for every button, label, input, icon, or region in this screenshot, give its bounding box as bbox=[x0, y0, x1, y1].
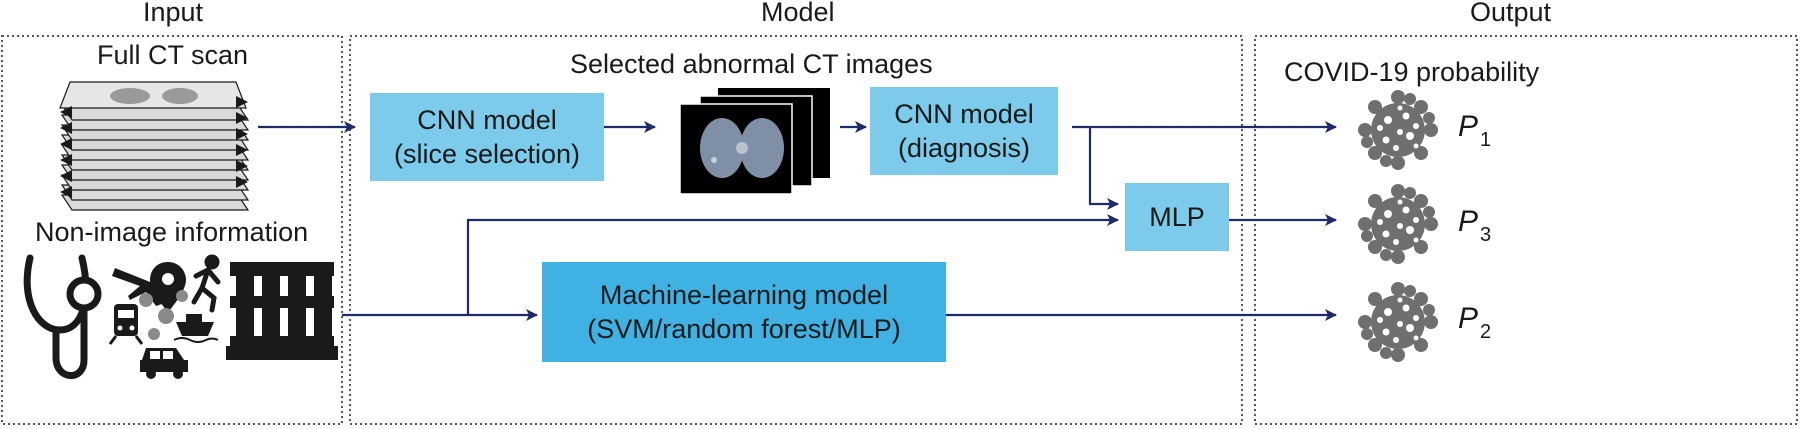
cnn-diagnosis-box: CNN model (diagnosis) bbox=[870, 87, 1058, 175]
cnn-diagnosis-line2: (diagnosis) bbox=[897, 133, 1031, 163]
covid-probability-title: COVID-19 probability bbox=[1284, 57, 1540, 87]
cnn-selection-line1: CNN model bbox=[417, 105, 557, 135]
ml-model-line2: (SVM/random forest/MLP) bbox=[587, 314, 901, 344]
full-ct-title: Full CT scan bbox=[97, 40, 249, 70]
cnn-diagnosis-box-bg bbox=[870, 87, 1058, 175]
output-panel bbox=[1254, 35, 1798, 425]
ship-icon bbox=[173, 314, 219, 343]
location-pin-icon bbox=[150, 262, 186, 312]
mlp-box: MLP bbox=[1125, 183, 1229, 251]
cnn-diagnosis-line1: CNN model bbox=[894, 99, 1034, 129]
runner-icon bbox=[191, 254, 221, 313]
ml-model-line1: Machine-learning model bbox=[599, 280, 889, 310]
cnn-selection-box: CNN model (slice selection) bbox=[370, 93, 604, 181]
input-panel bbox=[1, 35, 343, 425]
cnn-selection-box-bg bbox=[370, 93, 604, 181]
header-output: Output bbox=[1470, 0, 1552, 27]
model-panel bbox=[349, 35, 1243, 425]
train-icon bbox=[108, 304, 144, 345]
ct-stack-icon bbox=[59, 81, 250, 211]
header-model: Model bbox=[761, 0, 835, 27]
arrow-noninfo-to-mlp bbox=[466, 214, 1119, 315]
ct-slices-icon bbox=[679, 88, 830, 195]
car-icon bbox=[140, 348, 188, 379]
virus-icon bbox=[139, 290, 188, 340]
virus-icon-p1 bbox=[1358, 90, 1438, 170]
virus-icon-p2 bbox=[1358, 282, 1438, 362]
header-input: Input bbox=[143, 0, 204, 27]
cnn-selection-line2: (slice selection) bbox=[393, 139, 581, 169]
selected-images-title: Selected abnormal CT images bbox=[570, 49, 933, 79]
stethoscope-icon bbox=[23, 254, 102, 379]
ml-model-box-bg bbox=[542, 262, 946, 362]
ml-model-box: Machine-learning model (SVM/random fores… bbox=[542, 262, 946, 362]
virus-icon-p3 bbox=[1358, 184, 1438, 264]
arrow-diagnosis-to-mlp bbox=[1088, 127, 1119, 210]
mlp-box-bg bbox=[1125, 183, 1229, 251]
test-tubes-icon bbox=[226, 262, 338, 360]
mlp-label: MLP bbox=[1149, 202, 1205, 232]
non-image-title: Non-image information bbox=[35, 217, 309, 247]
